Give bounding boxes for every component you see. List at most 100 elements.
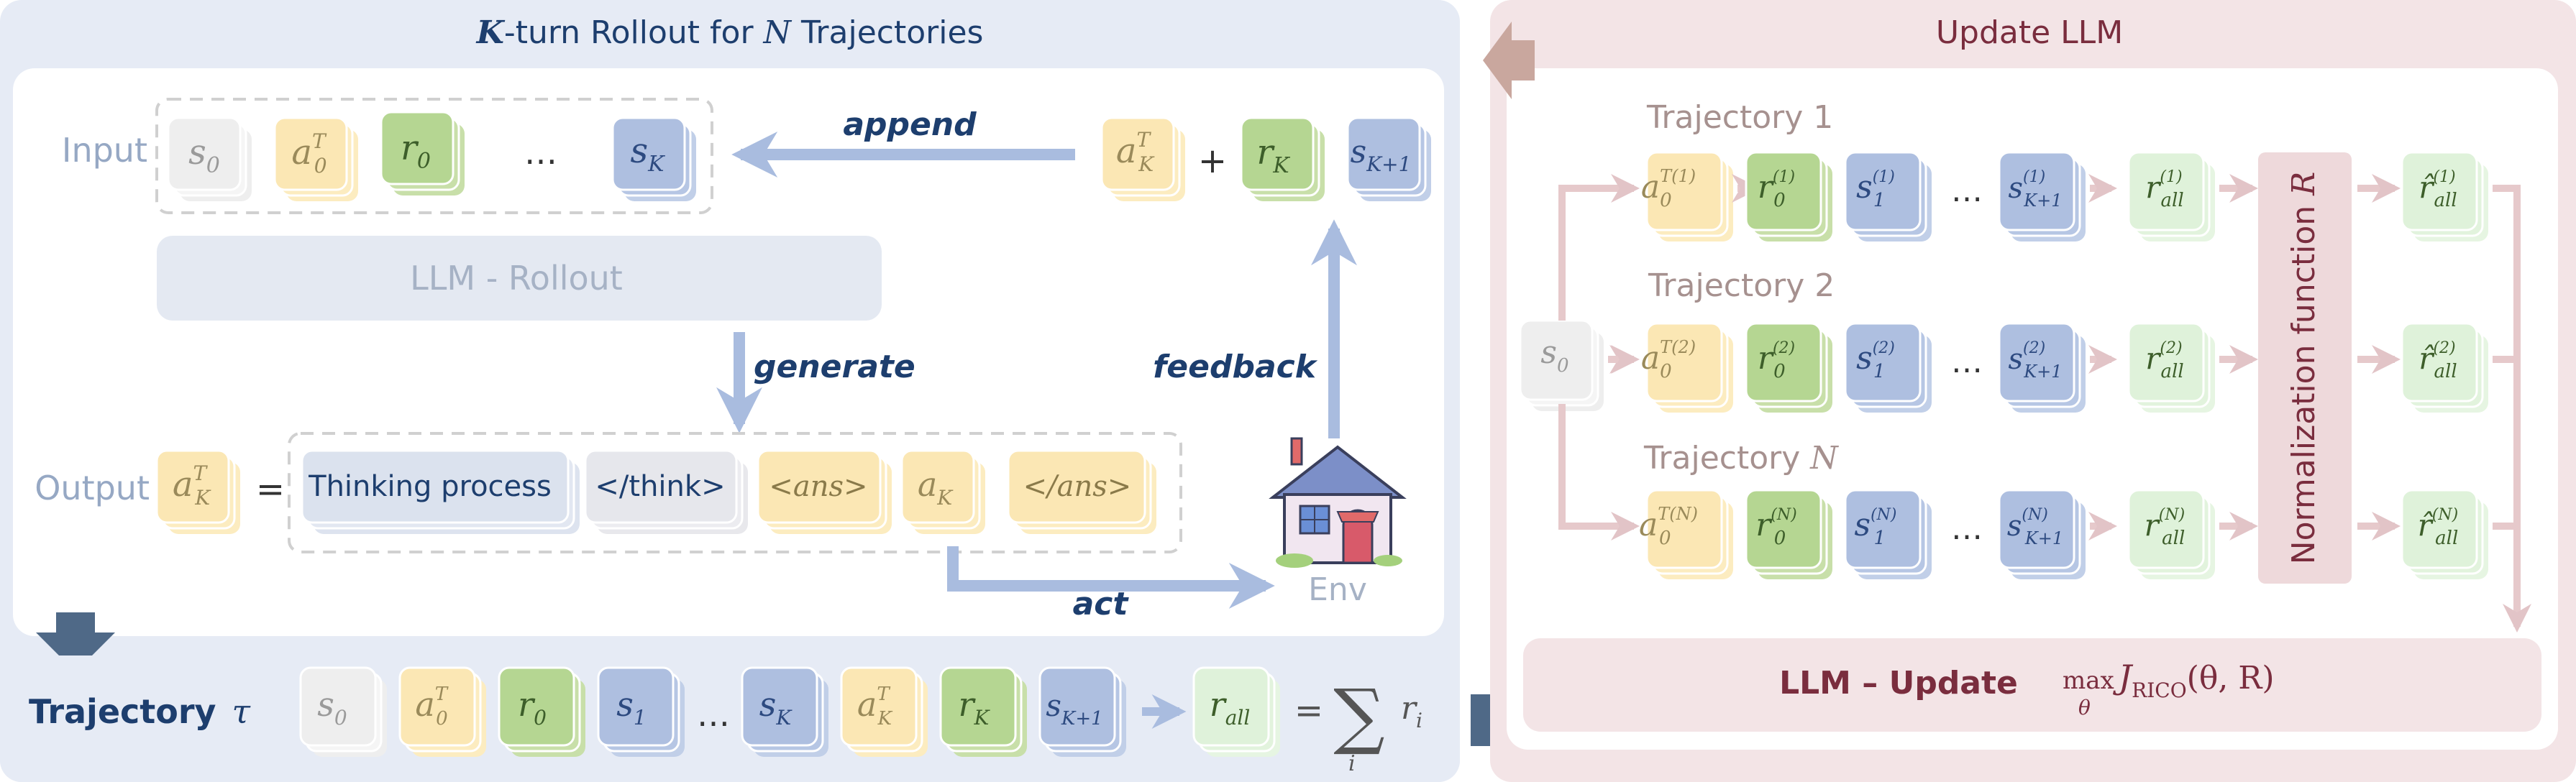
trajectory-n-label: Trajectory N bbox=[1643, 440, 1839, 477]
t1-sK1: s(1)K+1 bbox=[1998, 151, 2086, 242]
right-panel-title: Update LLM bbox=[1936, 14, 2123, 51]
t1-r0: r(1)0 bbox=[1745, 151, 1832, 242]
t1-rhat: r̂(1)all bbox=[2401, 151, 2488, 242]
svg-text:</ans>: </ans> bbox=[1023, 470, 1132, 503]
house-icon bbox=[1269, 437, 1407, 568]
tn-sK1: s(N)K+1 bbox=[1998, 489, 2086, 579]
title-k: K bbox=[475, 14, 506, 51]
left-arrow-update-body bbox=[1512, 40, 1535, 80]
svg-text:r̂(N)all: r̂(N)all bbox=[2418, 506, 2459, 549]
svg-text:aTK: aTK bbox=[173, 461, 211, 510]
normalization-box bbox=[2258, 152, 2352, 584]
tn-rhat: r̂(N)all bbox=[2401, 489, 2488, 579]
tn-s1: s(N)1 bbox=[1844, 489, 1932, 579]
left-arrow-update bbox=[1483, 22, 1512, 99]
title-mid: -turn Rollout for bbox=[504, 14, 764, 51]
normalization-label: Normalization function R bbox=[2285, 172, 2322, 565]
trajectory-row-1: Trajectory 1 aT(1)0 r(1)0 s(1)1 … s(1)K+… bbox=[1641, 99, 2488, 242]
action-token-aK: aK bbox=[900, 449, 985, 534]
s0-sub: 0 bbox=[206, 153, 220, 178]
right-token-s0: s0 bbox=[1519, 319, 1604, 411]
traj-token-r0: r0 bbox=[498, 666, 585, 757]
t2-sK1: s(2)K+1 bbox=[1998, 322, 2086, 413]
act-arrow bbox=[947, 546, 1275, 609]
svg-text:r(2)all: r(2)all bbox=[2145, 339, 2183, 382]
llm-update-label: LLM – Update bbox=[1779, 665, 2018, 702]
svg-text:aT0: aT0 bbox=[291, 129, 327, 178]
append-token-rK: rK bbox=[1240, 116, 1325, 201]
svg-text:r0: r0 bbox=[401, 128, 431, 174]
s0-base: s bbox=[188, 132, 206, 172]
svg-text:</think>: </think> bbox=[595, 470, 725, 503]
svg-text:r(N)all: r(N)all bbox=[2145, 506, 2186, 549]
svg-text:rall: rall bbox=[1210, 685, 1251, 730]
ans-open-token: <ans> bbox=[757, 449, 892, 534]
input-dashed-box bbox=[155, 98, 713, 214]
svg-text:…: … bbox=[1951, 344, 1983, 380]
svg-text:r̂(2)all: r̂(2)all bbox=[2419, 339, 2457, 382]
input-ellipsis: … bbox=[524, 133, 557, 172]
feedback-label: feedback bbox=[1153, 349, 1318, 385]
output-label: Output bbox=[35, 469, 150, 507]
ans-close-token: </ans> bbox=[1007, 449, 1156, 534]
env-label: Env bbox=[1308, 571, 1367, 608]
svg-text:…: … bbox=[1951, 172, 1983, 209]
think-close-token: </think> bbox=[584, 449, 748, 534]
traj-token-s1: s1 bbox=[597, 666, 685, 757]
act-label: act bbox=[1073, 586, 1130, 622]
input-token-sK: sK bbox=[611, 116, 696, 201]
down-arrow-trajectory bbox=[36, 612, 115, 672]
sum-symbol: ∑ bbox=[1333, 673, 1384, 758]
traj-ellipsis: … bbox=[697, 695, 730, 734]
title-n: N bbox=[763, 14, 793, 51]
t1-aT: aT(1)0 bbox=[1641, 151, 1733, 242]
trajectory-1-label: Trajectory 1 bbox=[1646, 99, 1833, 136]
svg-text:aK: aK bbox=[918, 465, 954, 510]
svg-text:…: … bbox=[1951, 510, 1983, 547]
t2-aT: aT(2)0 bbox=[1641, 322, 1733, 413]
t2-r0: r(2)0 bbox=[1745, 322, 1832, 413]
output-equals: = bbox=[256, 469, 285, 510]
t2-rall: r(2)all bbox=[2127, 322, 2215, 413]
title-end: Trajectories bbox=[791, 14, 983, 51]
input-token-r0: r0 bbox=[380, 111, 465, 196]
output-dashed-box bbox=[288, 432, 1182, 553]
svg-text:sK+1: sK+1 bbox=[1351, 134, 1412, 176]
append-token-sK1: sK+1 bbox=[1346, 116, 1431, 201]
left-panel-title: K-turn Rollout for N Trajectories bbox=[475, 14, 984, 51]
t2-s1: s(2)1 bbox=[1844, 322, 1932, 413]
svg-text:r̂(1)all: r̂(1)all bbox=[2419, 168, 2457, 211]
svg-text:s0: s0 bbox=[188, 132, 220, 178]
collector-arrow bbox=[2493, 185, 2521, 620]
svg-text:sK: sK bbox=[630, 131, 665, 177]
update-formula-theta: θ bbox=[2078, 696, 2091, 719]
svg-text:Thinking process: Thinking process bbox=[308, 470, 552, 503]
trajectory-row-n: Trajectory N aT(N)0 r(N)0 s(N)1 … s(N)K+… bbox=[1639, 440, 2488, 579]
append-label: append bbox=[843, 106, 977, 143]
thinking-process-token: Thinking process bbox=[301, 449, 580, 534]
tn-aT: aT(N)0 bbox=[1639, 489, 1733, 579]
svg-text:aTK: aTK bbox=[1116, 128, 1155, 176]
llm-rollout-box bbox=[157, 236, 882, 321]
tn-rall: r(N)all bbox=[2127, 489, 2215, 579]
traj-token-sK1: sK+1 bbox=[1038, 666, 1126, 757]
input-token-s0: s0 bbox=[167, 116, 252, 201]
traj-token-rK: rK bbox=[939, 666, 1027, 757]
tn-r0: r(N)0 bbox=[1745, 489, 1832, 579]
traj-equals: = bbox=[1294, 691, 1323, 731]
svg-text:aT0: aT0 bbox=[415, 684, 448, 730]
input-label: Input bbox=[62, 131, 147, 170]
traj-token-s0: s0 bbox=[299, 666, 387, 757]
trajectory-2-label: Trajectory 2 bbox=[1648, 267, 1835, 304]
t1-rall: r(1)all bbox=[2127, 151, 2215, 242]
sum-index: i bbox=[1348, 751, 1356, 776]
r-i: ri bbox=[1401, 690, 1422, 732]
svg-text:s0: s0 bbox=[317, 685, 347, 730]
svg-text:aTK: aTK bbox=[857, 684, 893, 730]
